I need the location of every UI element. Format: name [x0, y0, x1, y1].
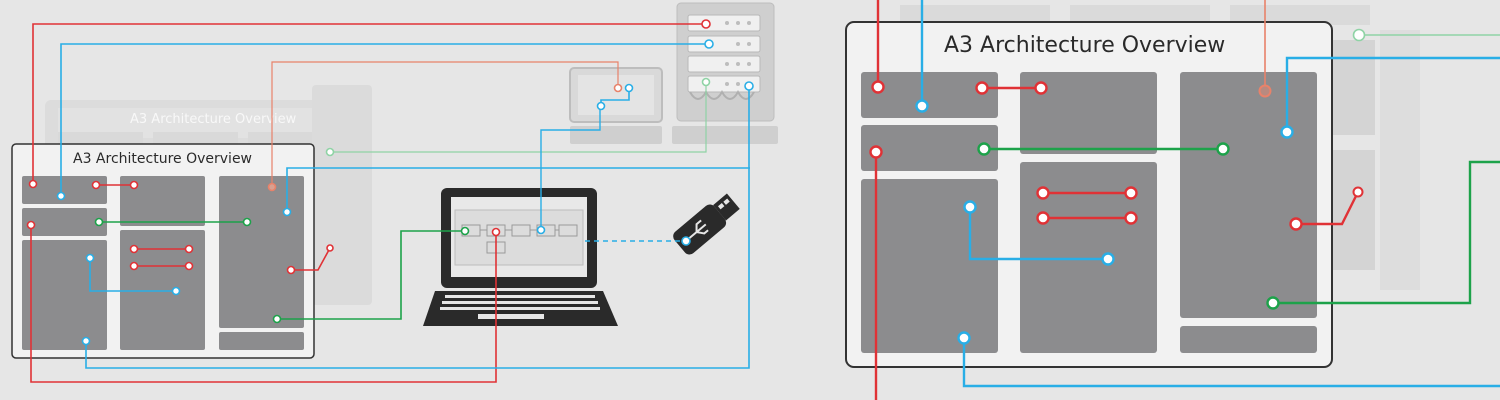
laptop-icon	[423, 188, 618, 326]
right-architecture-panel: A3 Architecture Overview	[845, 21, 1333, 368]
connection-nodes	[26, 19, 1366, 346]
right-panel-title: A3 Architecture Overview	[944, 33, 1225, 58]
monitor-icon	[569, 67, 663, 144]
usb-drive-icon	[673, 193, 740, 255]
right-panel-blocks	[861, 72, 1317, 353]
left-panel-blocks	[22, 176, 304, 350]
ghost-title: A3 Architecture Overview	[130, 112, 297, 127]
connection-lines	[30, 0, 1500, 400]
ghost-panels-right	[900, 5, 1420, 290]
left-panel-title: A3 Architecture Overview	[73, 151, 252, 167]
left-architecture-panel: A3 Architecture Overview	[11, 143, 315, 359]
